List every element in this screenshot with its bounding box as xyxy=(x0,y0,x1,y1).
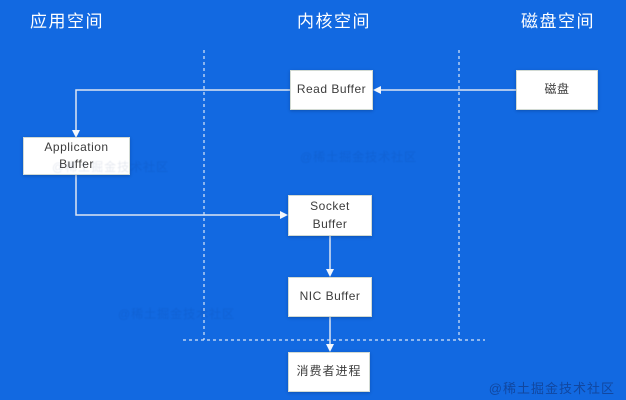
node-application-buffer: Application Buffer xyxy=(23,137,130,175)
watermark-faint: @稀土掘金技术社区 xyxy=(118,307,236,321)
arrowhead-disk-to-read-buffer xyxy=(373,86,381,94)
node-read-buffer: Read Buffer xyxy=(290,70,373,110)
arrowhead-socket-buffer-to-nic-buffer xyxy=(326,269,334,277)
node-consumer-process-label: 消费者进程 xyxy=(296,364,362,379)
node-socket-buffer-label: Socket Buffer xyxy=(310,199,350,231)
node-application-buffer-label: Application Buffer xyxy=(44,139,109,171)
node-nic-buffer-label: NIC Buffer xyxy=(299,289,361,304)
node-nic-buffer: NIC Buffer xyxy=(288,277,372,317)
node-socket-buffer: Socket Buffer xyxy=(288,195,372,236)
column-header-disk-space: 磁盘空间 xyxy=(521,12,595,31)
node-disk-label: 磁盘 xyxy=(544,82,570,97)
arrowhead-nic-buffer-to-consumer-process xyxy=(326,344,334,352)
node-disk: 磁盘 xyxy=(516,70,598,110)
arrowhead-application-buffer-to-socket-buffer xyxy=(280,211,288,219)
node-consumer-process: 消费者进程 xyxy=(288,352,370,392)
node-read-buffer-label: Read Buffer xyxy=(296,82,367,97)
edge-application-buffer-to-socket-buffer xyxy=(75,175,283,216)
watermark-juejin-community: @稀土掘金技术社区 xyxy=(488,381,615,396)
column-header-application-space: 应用空间 xyxy=(30,12,104,31)
watermark-faint: @稀土掘金技术社区 xyxy=(52,160,170,174)
watermark-faint: @稀土掘金技术社区 xyxy=(300,150,418,164)
column-header-kernel-space: 内核空间 xyxy=(297,12,371,31)
edge-read-buffer-to-application-buffer xyxy=(75,89,290,133)
arrowhead-read-buffer-to-application-buffer xyxy=(72,130,80,138)
